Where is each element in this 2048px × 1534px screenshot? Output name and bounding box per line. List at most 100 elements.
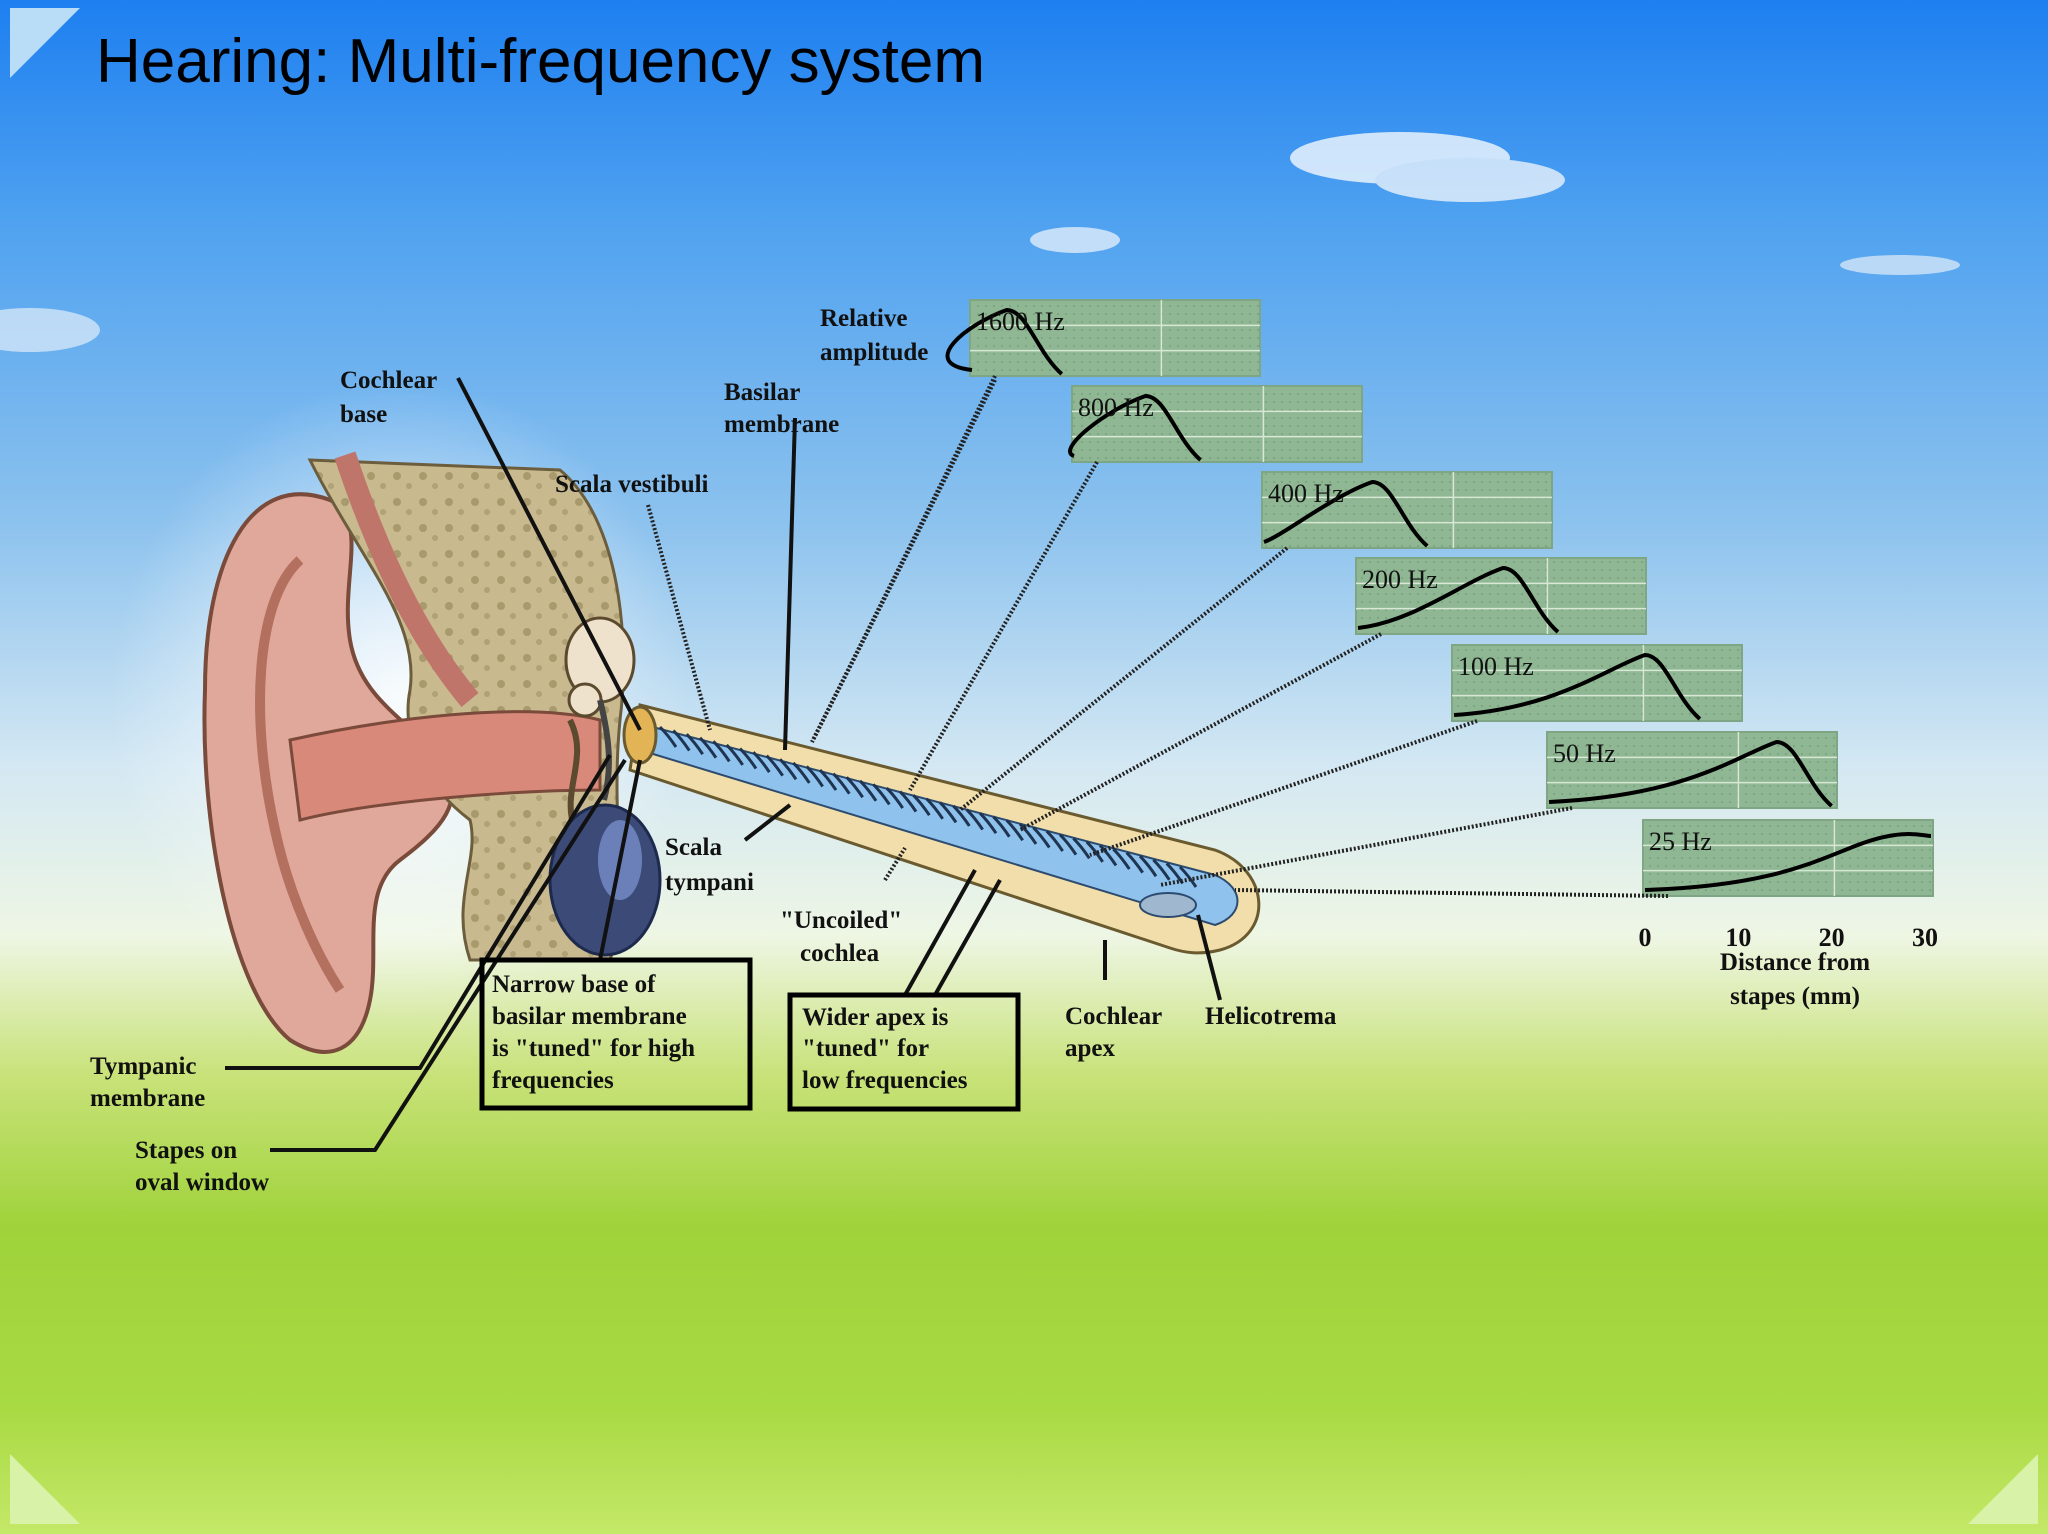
membrane-stripe: [898, 790, 918, 813]
membrane-stripe: [712, 740, 731, 763]
membrane-stripe: [778, 758, 798, 781]
frequency-panel: 100 Hz: [1451, 644, 1743, 722]
label-uncoiled-cochlea: "Uncoiled"cochlea: [780, 907, 902, 967]
amplitude-curve: [1357, 565, 1560, 634]
membrane-stripe: [725, 743, 744, 766]
frequency-leader-line: [958, 546, 1289, 812]
anatomy-leader-lines: [225, 377, 1222, 1152]
panel-frequency-label: 100 Hz: [1458, 652, 1534, 681]
panel-background: [1261, 471, 1553, 549]
membrane-stripe: [1112, 847, 1131, 870]
membrane-stripe: [912, 794, 931, 817]
membrane-stripe: [858, 779, 878, 802]
amplitude-curve: [945, 307, 1064, 376]
membrane-stripe: [1178, 865, 1198, 888]
corner-decoration-top-left: [10, 8, 80, 78]
label-scala-vestibuli: Scala vestibuli: [555, 471, 709, 498]
panel-background: [1642, 819, 1934, 897]
distance-tick-label: 30: [1912, 923, 1938, 952]
corner-decoration-bottom-right: [1968, 1454, 2038, 1524]
membrane-stripe: [845, 776, 864, 799]
distance-tick-label: 10: [1725, 923, 1751, 952]
membrane-stripe: [925, 797, 944, 820]
panel-frequency-label: 800 Hz: [1078, 393, 1154, 422]
amplitude-curve: [1644, 832, 1932, 892]
frequency-response-panels: 1600 Hz 800 Hz 400 Hz 200 Hz 100 Hz 50 Hz 25 H…: [945, 299, 1934, 897]
distance-tick-label: 20: [1819, 923, 1845, 952]
frequency-leader-line: [908, 461, 1099, 791]
amplitude-curve: [1548, 739, 1833, 808]
slide-title: Hearing: Multi-frequency system: [96, 27, 985, 96]
membrane-stripe: [1138, 855, 1158, 878]
frequency-panel: 800 Hz: [1068, 385, 1363, 463]
panel-frequency-label: 1600 Hz: [976, 307, 1065, 336]
membrane-stripe: [885, 786, 904, 809]
membrane-stripe: [738, 747, 758, 770]
membrane-stripe: [992, 815, 1011, 838]
uncoiled-cochlea-illustration: [622, 703, 1261, 955]
label-helicotrema: Helicotrema: [1205, 1003, 1337, 1030]
membrane-stripe: [818, 769, 838, 791]
membrane-stripe: [752, 751, 771, 773]
frequency-leader-line: [1089, 719, 1478, 857]
membrane-stripe: [1085, 840, 1104, 863]
frequency-panel: 200 Hz: [1355, 557, 1647, 635]
panel-frequency-label: 25 Hz: [1649, 827, 1712, 856]
frequency-leader-line: [1159, 806, 1573, 887]
corner-decoration-bottom-left: [10, 1454, 80, 1524]
amplitude-curve: [1453, 652, 1702, 721]
membrane-stripe: [1032, 826, 1051, 849]
amplitude-curve: [1068, 393, 1202, 462]
panel-frequency-label: 400 Hz: [1268, 479, 1344, 508]
membrane-stripe: [805, 765, 824, 788]
membrane-stripe: [1005, 819, 1024, 842]
membrane-stripe: [832, 772, 851, 795]
membrane-stripe: [765, 754, 784, 777]
membrane-stripe: [978, 812, 998, 834]
membrane-stripe: [672, 729, 691, 752]
membrane-stripe: [872, 783, 891, 806]
membrane-stripe: [938, 801, 958, 824]
panel-frequency-label: 200 Hz: [1362, 565, 1438, 594]
membrane-stripe: [658, 725, 678, 748]
frequency-leader-line: [1234, 888, 1669, 898]
frequency-leader-line: [1019, 632, 1382, 832]
panel-frequency-label: 50 Hz: [1553, 739, 1616, 768]
membrane-stripe: [698, 736, 718, 759]
membrane-stripe: [1058, 833, 1078, 856]
frequency-panel: 50 Hz: [1546, 731, 1838, 809]
membrane-stripe: [1152, 858, 1171, 881]
frequency-panel: 400 Hz: [1261, 471, 1553, 549]
amplitude-curve: [1263, 479, 1429, 548]
distance-tick-label: 0: [1639, 923, 1652, 952]
membrane-stripe: [1072, 837, 1091, 860]
frequency-panel: 1600 Hz: [945, 299, 1261, 377]
membrane-stripe: [1125, 851, 1144, 874]
cloud-illustration: [0, 132, 1960, 352]
membrane-stripe: [1018, 822, 1038, 845]
membrane-stripe: [685, 733, 704, 756]
membrane-stripe: [965, 808, 984, 831]
panel-background: [1071, 385, 1363, 463]
membrane-stripe: [952, 804, 971, 827]
panel-background: [1546, 731, 1838, 809]
membrane-stripe: [1045, 830, 1064, 852]
membrane-stripe: [792, 761, 811, 784]
frequency-panel: 25 Hz: [1642, 819, 1934, 897]
membrane-stripe: [1098, 844, 1118, 867]
